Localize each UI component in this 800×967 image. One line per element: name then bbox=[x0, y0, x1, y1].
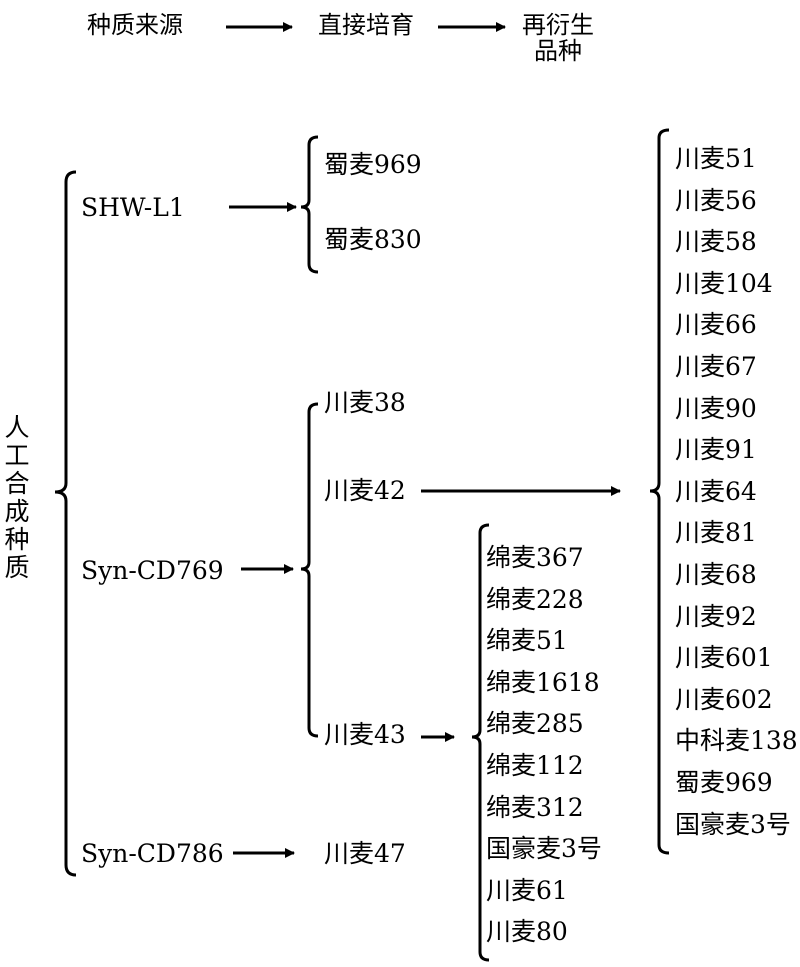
variety-shumai830: 蜀麦830 bbox=[324, 225, 422, 254]
list-item: 绵麦285 bbox=[486, 709, 584, 739]
brace-shw bbox=[300, 135, 319, 274]
list-item: 绵麦312 bbox=[486, 792, 584, 822]
root-label: 人工合成种质 bbox=[4, 413, 30, 582]
list-item: 绵麦1618 bbox=[486, 667, 600, 697]
list-item: 国豪麦3号 bbox=[486, 834, 602, 864]
brace-derived bbox=[649, 128, 670, 855]
variety-chuanmai42: 川麦42 bbox=[324, 476, 406, 505]
list-item: 川麦51 bbox=[675, 144, 757, 173]
list-item: 川麦56 bbox=[675, 185, 757, 215]
list-item: 川麦91 bbox=[675, 435, 757, 465]
list-item: 川麦66 bbox=[675, 310, 757, 340]
brace-syn769 bbox=[300, 402, 319, 738]
mianmai-list: 绵麦367 绵麦228 绵麦51 绵麦1618 绵麦285 绵麦112 绵麦31… bbox=[486, 537, 602, 953]
source-shw-l1: SHW-L1 bbox=[81, 193, 185, 222]
header-derived: 再衍生品种 bbox=[522, 11, 594, 65]
header-direct: 直接培育 bbox=[318, 11, 414, 39]
chuanmai42-derived-list: 川麦51 川麦56 川麦58 川麦104 川麦66 川麦67 川麦90 川麦91… bbox=[675, 138, 798, 845]
list-item: 川麦80 bbox=[486, 917, 568, 947]
variety-chuanmai47: 川麦47 bbox=[324, 839, 406, 868]
list-item: 川麦92 bbox=[675, 601, 757, 631]
header-source: 种质来源 bbox=[87, 11, 183, 39]
list-item: 蜀麦969 bbox=[675, 767, 773, 797]
variety-chuanmai43: 川麦43 bbox=[324, 720, 406, 749]
variety-shumai969: 蜀麦969 bbox=[324, 150, 422, 179]
list-item: 川麦90 bbox=[675, 393, 757, 423]
list-item: 川麦64 bbox=[675, 476, 757, 506]
root-brace bbox=[54, 170, 77, 877]
source-syn-cd786: Syn-CD786 bbox=[81, 839, 224, 868]
list-item: 川麦602 bbox=[675, 684, 773, 714]
list-item: 川麦67 bbox=[675, 351, 757, 381]
list-item: 绵麦51 bbox=[486, 626, 568, 656]
list-item: 川麦58 bbox=[675, 227, 757, 257]
list-item: 绵麦228 bbox=[486, 584, 584, 614]
list-item: 绵麦112 bbox=[486, 750, 584, 780]
list-item: 川麦104 bbox=[675, 268, 773, 298]
list-item: 中科麦138 bbox=[675, 726, 798, 756]
source-syn-cd769: Syn-CD769 bbox=[81, 556, 224, 585]
brace-mianmai bbox=[471, 523, 490, 962]
list-item: 川麦61 bbox=[486, 875, 568, 905]
list-item: 川麦81 bbox=[675, 518, 757, 548]
list-item: 绵麦367 bbox=[486, 543, 584, 572]
list-item: 国豪麦3号 bbox=[675, 809, 791, 839]
list-item: 川麦68 bbox=[675, 559, 757, 589]
variety-chuanmai38: 川麦38 bbox=[324, 388, 406, 417]
list-item: 川麦601 bbox=[675, 643, 773, 673]
